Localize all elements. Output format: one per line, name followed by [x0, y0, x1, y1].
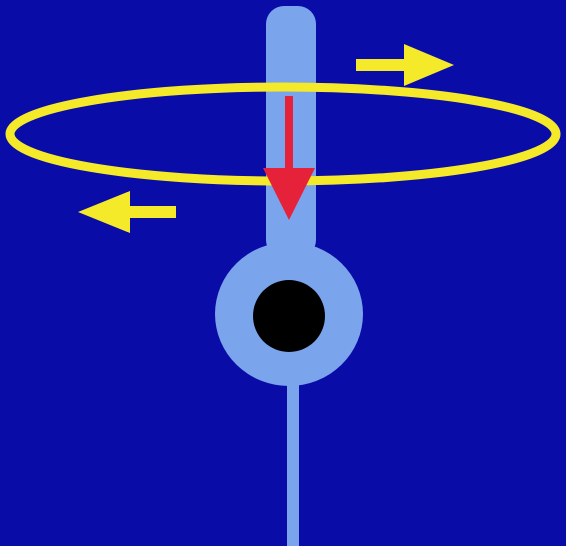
probe-stem — [287, 360, 299, 546]
bulb-center — [253, 280, 325, 352]
